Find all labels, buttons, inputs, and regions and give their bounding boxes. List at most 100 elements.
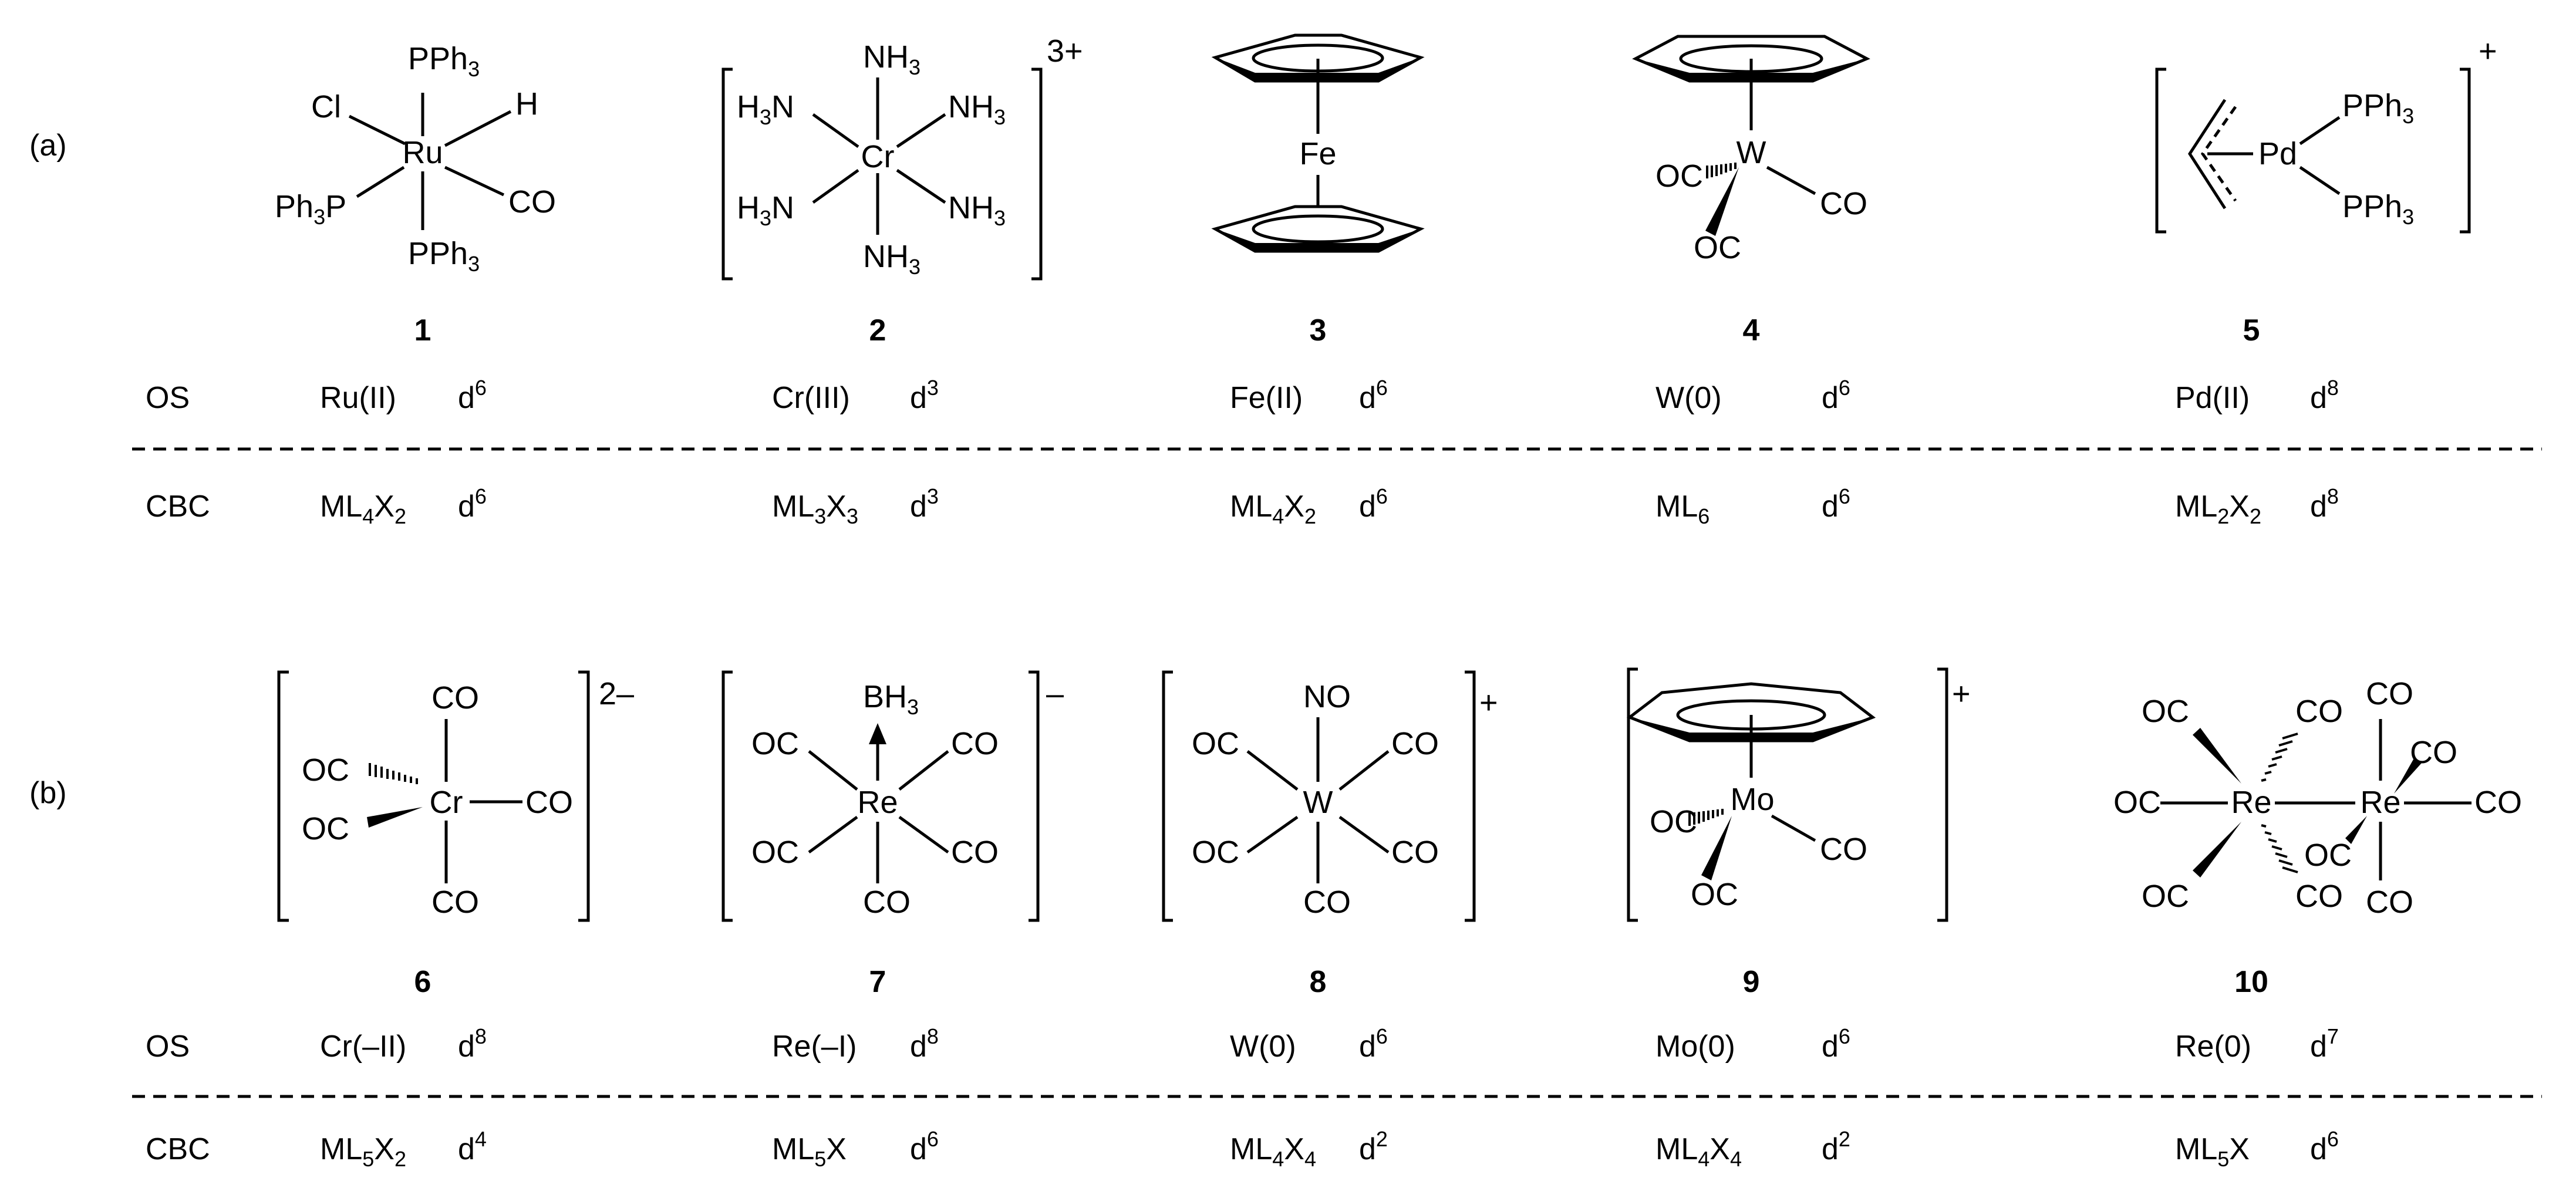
oxidation-state: Re(–I) [772, 1030, 857, 1064]
compound-number: 8 [1310, 965, 1327, 999]
cbc-d-count: d3 [910, 484, 939, 524]
oc-left-label-9: OC [1650, 804, 1697, 839]
w-atom: W [1737, 135, 1766, 170]
no-label: NO [1303, 679, 1351, 714]
oc-upper-label-8: OC [1192, 726, 1239, 761]
oxidation-state: Cr(–II) [320, 1030, 406, 1064]
compound-number: 10 [2234, 965, 2268, 999]
charge-8: + [1479, 685, 1498, 720]
oc-upper-label-6: OC [302, 752, 349, 788]
co-upper-right-label-10: CO [2410, 735, 2457, 770]
charge-9: + [1952, 676, 1971, 711]
structure-9: + Mo OC OC CO [1626, 667, 1971, 922]
charge-6: 2– [599, 676, 634, 711]
os-row-label: OS [146, 1030, 190, 1064]
cbc-row-label: CBC [146, 1132, 210, 1166]
cp-ring-bottom-circle [1252, 214, 1384, 244]
pd-atom: Pd [2258, 136, 2297, 171]
bh3-label: BH3 [863, 679, 919, 719]
structure-2: 3+ Cr NH3 H3N NH3 H3N NH3 NH3 [721, 33, 1083, 281]
cbc-d-count: d8 [2310, 484, 2339, 524]
co-right-label-9: CO [1820, 832, 1867, 867]
oc-bottom-label-9: OC [1691, 877, 1738, 912]
co-bottom-label-7: CO [863, 885, 911, 920]
panel-label-b: (b) [29, 776, 67, 810]
os-d-count: d8 [2310, 376, 2339, 415]
oc-upper-label-7: OC [751, 726, 799, 761]
fe-atom: Fe [1299, 136, 1336, 171]
co-right-label-6: CO [525, 785, 573, 820]
oc-left-label: OC [1655, 158, 1703, 194]
oc-bottom-label: OC [1694, 230, 1741, 265]
cbc-classification: ML5X [2175, 1132, 2250, 1171]
re-atom-10-right: Re [2360, 785, 2400, 820]
cbc-d-count: d2 [1359, 1127, 1388, 1166]
cbc-d-count: d6 [1359, 484, 1388, 524]
pph3-lower-label: PPh3 [2342, 189, 2414, 229]
oc-left-label-10: OC [2113, 785, 2161, 820]
allyl-ligand [2188, 99, 2227, 210]
cbc-classification: ML5X2 [320, 1132, 406, 1171]
oc-upper-left-label-10: OC [2142, 694, 2189, 729]
cbc-classification: ML3X3 [772, 490, 858, 528]
os-d-count: d3 [910, 376, 939, 415]
compound-number: 6 [414, 965, 431, 999]
pph3-top-label: PPh3 [408, 41, 480, 81]
compound-number: 9 [1743, 965, 1760, 999]
h3n-upper-left-label: H3N [737, 89, 794, 129]
co-upper-mid-label-10: CO [2295, 694, 2343, 729]
structure-8: + W NO OC CO OC CO CO [1162, 670, 1498, 922]
dative-arrow [869, 723, 886, 744]
charge-5: + [2479, 33, 2497, 69]
oc-lower-label-8: OC [1192, 835, 1239, 870]
h-label: H [515, 86, 538, 122]
cl-label: Cl [311, 89, 341, 124]
cbc-classification: ML4X4 [1230, 1132, 1316, 1171]
oc-lower-right-label-10: OC [2304, 838, 2352, 873]
nh3-lower-right-label: NH3 [948, 190, 1006, 230]
nh3-upper-right-label: NH3 [948, 89, 1006, 129]
co-right-label: CO [1820, 186, 1867, 221]
nh3-top-label: NH3 [863, 39, 921, 79]
cbc-d-count: d6 [458, 484, 487, 524]
cbc-classification: ML4X2 [1230, 490, 1316, 528]
structure-10: Re Re OC OC OC CO CO CO CO OC CO [2113, 676, 2522, 920]
structure-5: + Pd PPh3 PPh3 [2155, 33, 2497, 234]
cbc-d-count: d6 [910, 1127, 939, 1166]
co-top-label-10: CO [2366, 676, 2413, 711]
compound-number: 4 [1743, 313, 1760, 347]
os-d-count: d8 [458, 1024, 487, 1064]
oxidation-state: Cr(III) [772, 381, 850, 415]
oc-lower-label-6: OC [302, 811, 349, 846]
co-upper-label-8: CO [1391, 726, 1439, 761]
co-right-label-10: CO [2474, 785, 2522, 820]
cbc-classification: ML6 [1655, 490, 1710, 528]
compound-number: 2 [869, 313, 886, 347]
os-d-count: d6 [1822, 376, 1850, 415]
cr-atom: Cr [861, 139, 895, 174]
co-lower-mid-label-10: CO [2295, 879, 2343, 914]
co-bottom-label-10: CO [2366, 885, 2413, 920]
structure-6: 2– Cr CO OC OC CO CO [277, 670, 634, 922]
tropylium-ring [1626, 682, 1876, 743]
oxidation-state: Fe(II) [1230, 381, 1303, 415]
os-d-count: d6 [1359, 1024, 1388, 1064]
os-d-count: d6 [458, 376, 487, 415]
os-d-count: d7 [2310, 1024, 2339, 1064]
oxidation-state: W(0) [1230, 1030, 1296, 1064]
pph3-bottom-label: PPh3 [408, 236, 480, 276]
cbc-classification: ML4X4 [1655, 1132, 1742, 1171]
oc-lower-left-label-10: OC [2142, 879, 2189, 914]
os-d-count: d6 [1822, 1024, 1850, 1064]
structure-1: Ru PPh3 Cl H Ph3P CO PPh3 [275, 41, 556, 276]
co-bottom-label-6: CO [431, 885, 479, 920]
cbc-d-count: d2 [1822, 1127, 1850, 1166]
compound-number: 3 [1310, 313, 1327, 347]
cbc-classification: ML5X [772, 1132, 847, 1171]
re-atom-10-left: Re [2231, 785, 2271, 820]
oxidation-state: W(0) [1655, 381, 1722, 415]
charge-7: – [1046, 676, 1064, 711]
oxidation-state: Mo(0) [1655, 1030, 1735, 1064]
